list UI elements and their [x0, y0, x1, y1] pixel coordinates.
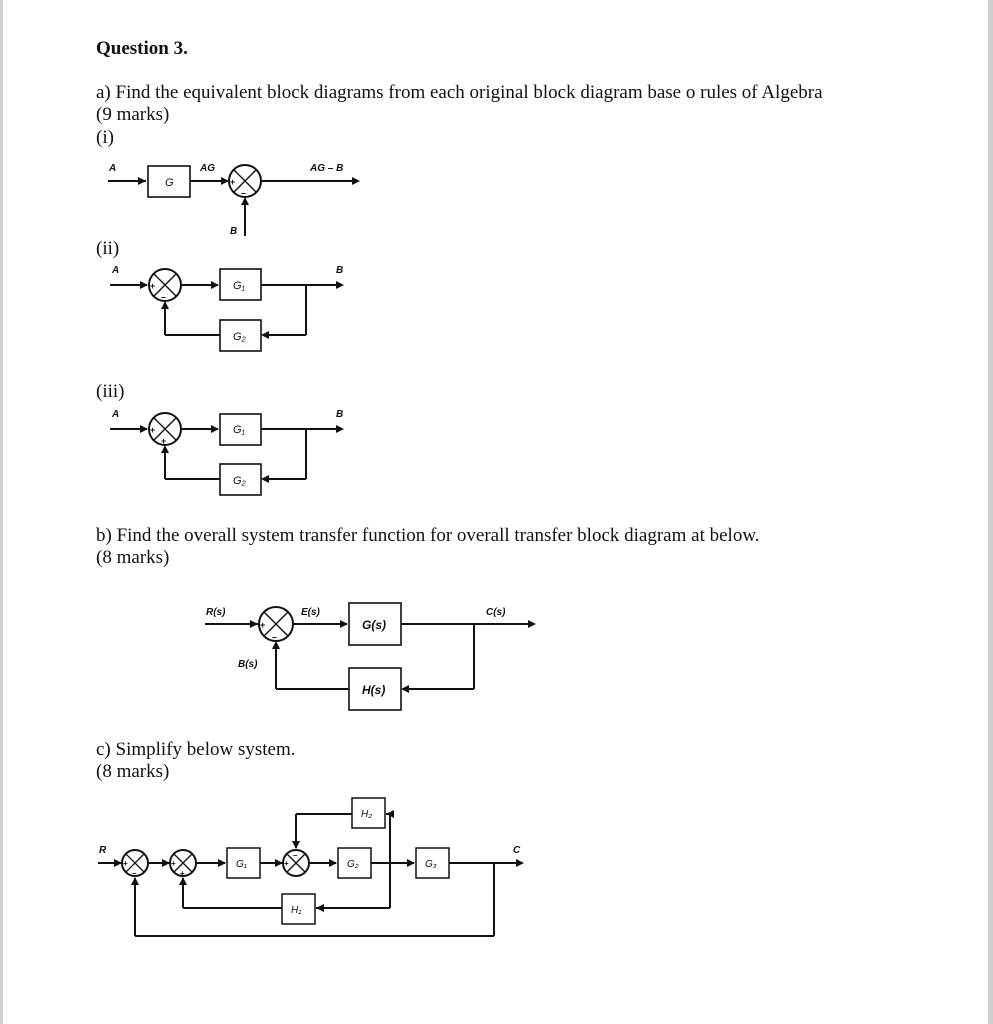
- diagram-ii-sign-minus: –: [161, 292, 166, 302]
- diagram-iii-forward-block-label: G₁: [233, 424, 246, 436]
- diagram-iii-input-label: A: [111, 409, 119, 420]
- diagram-c-g3-label: G₃: [425, 859, 437, 870]
- diagram-i-output-label: AG – B: [309, 163, 343, 174]
- diagram-ii-input-label: A: [111, 265, 119, 276]
- diagram-c-g2-label: G₂: [347, 859, 359, 870]
- diagram-b-feedback-signal-label: B(s): [238, 659, 258, 670]
- diagram-i-block-label: G: [165, 177, 174, 189]
- diagram-c-input-label: R: [99, 845, 107, 856]
- question-title: Question 3.: [96, 38, 188, 59]
- part-a-text: a) Find the equivalent block diagrams fr…: [96, 82, 823, 103]
- diagram-c-s1-plus: +: [123, 859, 128, 868]
- part-a-iii-label: (iii): [96, 381, 125, 402]
- diagram-c-h1-label: H₁: [291, 905, 301, 916]
- part-a-marks: (9 marks): [96, 104, 170, 125]
- diagram-ii-output-label: B: [336, 265, 343, 276]
- diagram-ii-forward-block-label: G₁: [233, 280, 246, 292]
- part-b-text: b) Find the overall system transfer func…: [96, 525, 760, 546]
- diagram-c-s1-minus: –: [132, 869, 137, 878]
- part-a-i-label: (i): [96, 127, 114, 148]
- diagram-iii-sign-plus-1: +: [150, 425, 155, 435]
- page-left-border: [0, 0, 3, 1024]
- diagram-c-s3-minus: –: [293, 851, 298, 860]
- diagram-ii-feedback-block-label: G₂: [233, 331, 247, 343]
- page-right-border: [988, 0, 993, 1024]
- diagram-b-forward-block-label: G(s): [362, 618, 386, 632]
- diagram-c-output-label: C: [513, 845, 521, 856]
- diagram-i-sign-minus: –: [241, 188, 246, 198]
- diagram-iii-output-label: B: [336, 409, 343, 420]
- part-c-marks: (8 marks): [96, 761, 170, 782]
- diagram-b-sign-minus: –: [272, 632, 277, 642]
- diagram-iii-sign-plus-2: +: [161, 436, 166, 446]
- diagram-c-s3-plus: +: [284, 859, 289, 868]
- diagram-c: [98, 797, 518, 937]
- diagram-b-output-label: C(s): [486, 607, 506, 618]
- diagram-i-sign-plus: +: [230, 177, 235, 187]
- diagram-b-input-label: R(s): [206, 607, 226, 618]
- diagram-ii: [110, 268, 340, 352]
- diagram-i-side-input-label: B: [230, 226, 237, 237]
- diagram-ii-sign-plus: +: [150, 281, 155, 291]
- diagram-i-input-label: A: [108, 163, 116, 174]
- diagram-b-error-label: E(s): [301, 607, 321, 618]
- diagram-c-g1-label: G₁: [236, 859, 247, 870]
- diagram-i-mid-label: AG: [199, 163, 215, 174]
- diagram-iii: [110, 412, 340, 496]
- diagram-c-s2-plus-2: +: [180, 869, 185, 878]
- part-c-text: c) Simplify below system.: [96, 739, 296, 760]
- diagram-c-s2-plus-1: +: [171, 859, 176, 868]
- part-a-ii-label: (ii): [96, 238, 120, 259]
- diagram-b-feedback-block-label: H(s): [362, 683, 385, 697]
- diagram-c-h2-label: H₂: [361, 809, 372, 820]
- part-b-marks: (8 marks): [96, 547, 170, 568]
- diagram-iii-feedback-block-label: G₂: [233, 475, 247, 487]
- diagram-b-sign-plus: +: [260, 620, 265, 630]
